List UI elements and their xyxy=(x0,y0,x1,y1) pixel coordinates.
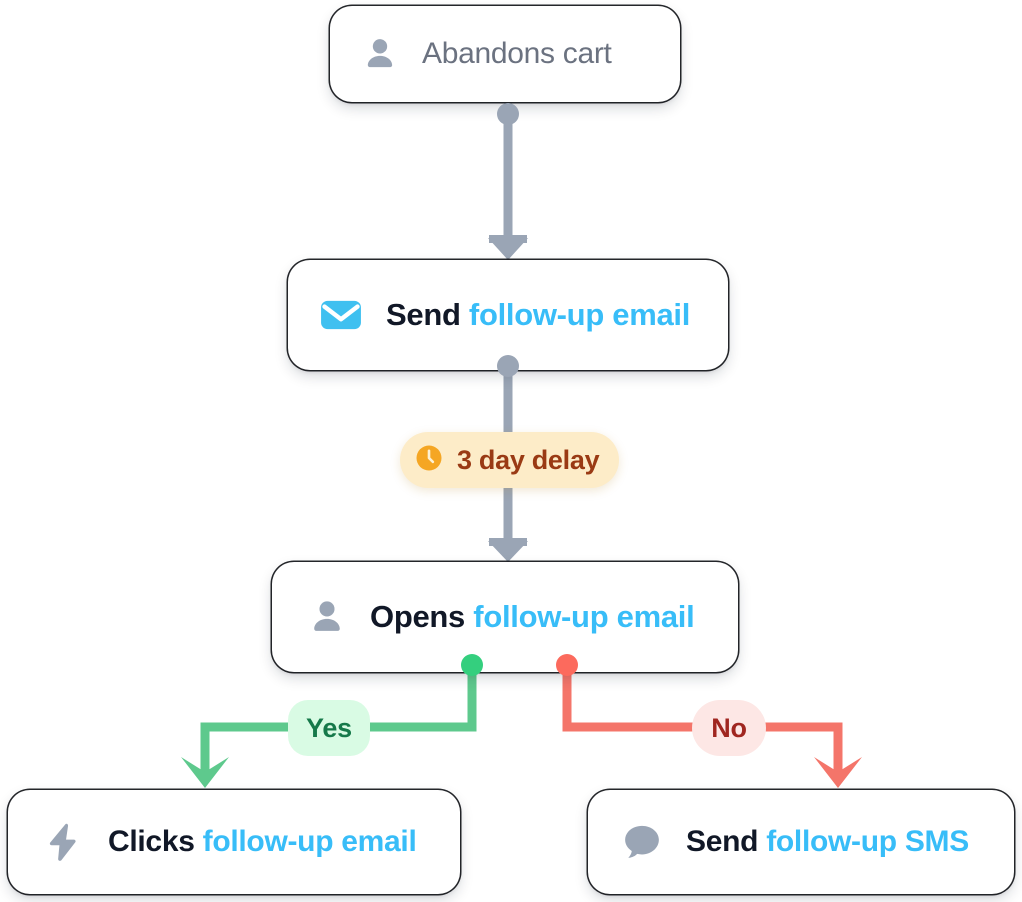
person-icon xyxy=(360,34,400,74)
branch-yes-text: Yes xyxy=(306,712,352,743)
node-label-opens-follow-up-email: Opens follow-up email xyxy=(370,599,695,634)
port-dot-send-email-output[interactable] xyxy=(497,355,519,377)
node-abandons-cart[interactable]: Abandons cart xyxy=(330,6,680,102)
branch-no-text: No xyxy=(711,712,747,743)
branch-label-yes[interactable]: Yes xyxy=(288,700,370,756)
node-label-send-follow-up-sms: Send follow-up SMS xyxy=(686,825,969,858)
node-send-follow-up-email[interactable]: Send follow-up email xyxy=(288,260,728,370)
node-clicks-follow-up-email[interactable]: Clicks follow-up email xyxy=(8,790,460,894)
branch-label-no[interactable]: No xyxy=(692,700,766,756)
envelope-icon xyxy=(318,292,364,338)
node-opens-follow-up-email[interactable]: Opens follow-up email xyxy=(272,562,738,672)
node-label-abandons-cart: Abandons cart xyxy=(422,37,612,70)
delay-badge[interactable]: 3 day delay xyxy=(400,432,620,488)
node-label-clicks-follow-up-email: Clicks follow-up email xyxy=(108,825,417,858)
node-send-follow-up-sms[interactable]: Send follow-up SMS xyxy=(588,790,1014,894)
clock-icon xyxy=(414,443,444,478)
node-label-send-follow-up-email: Send follow-up email xyxy=(386,297,691,332)
port-dot-opens-email-no[interactable] xyxy=(556,654,578,676)
edge-abandons-to-send-email xyxy=(488,112,528,260)
lightning-bolt-icon xyxy=(40,820,84,864)
speech-bubble-icon xyxy=(620,820,664,864)
delay-label: 3 day delay xyxy=(457,444,600,475)
port-dot-opens-email-yes[interactable] xyxy=(461,654,483,676)
port-dot-abandons-cart-output[interactable] xyxy=(497,103,519,125)
person-icon xyxy=(306,596,348,638)
